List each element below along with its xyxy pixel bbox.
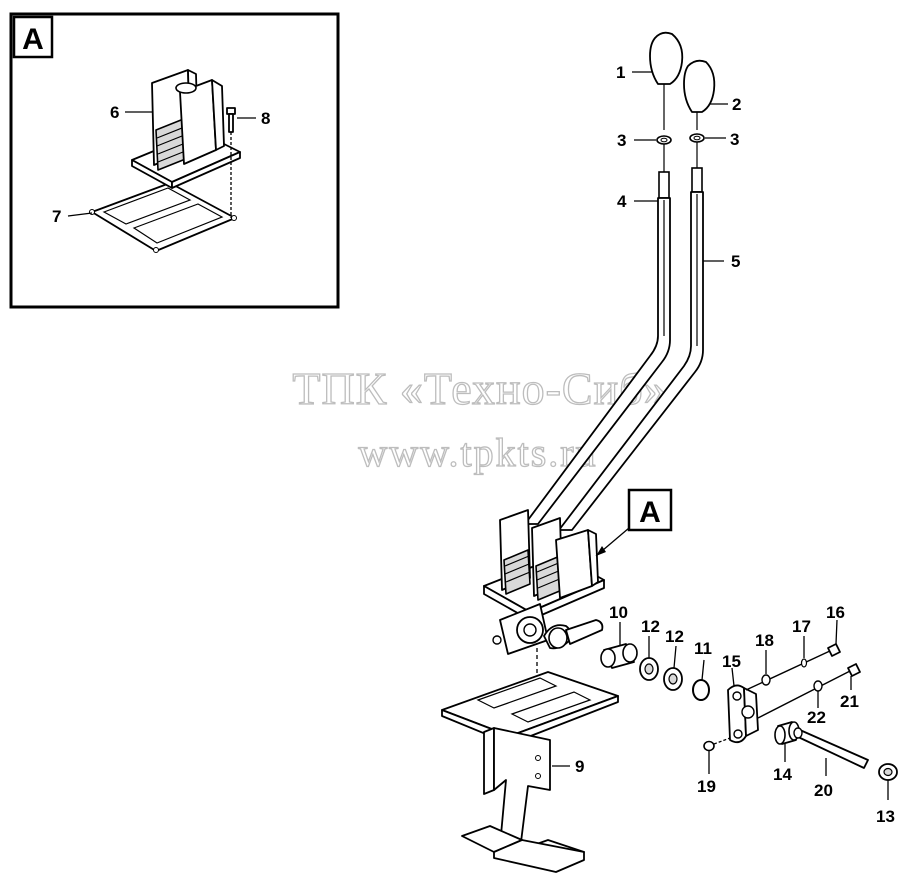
detail-view-letter: A (22, 23, 44, 56)
part-label-21: 21 (840, 692, 859, 711)
part-label-4: 4 (617, 192, 627, 211)
washer-part-18 (761, 674, 771, 686)
part-label-22: 22 (807, 708, 826, 727)
part-label-9: 9 (575, 757, 584, 776)
watermark: ТПК «Техно-Сиб» www.tpkts.ru (292, 362, 668, 475)
part-label-7: 7 (52, 207, 61, 226)
part-label-6: 6 (110, 103, 119, 122)
part-label-20: 20 (814, 781, 833, 800)
part-label-14: 14 (773, 765, 792, 784)
part-label-11: 11 (694, 639, 712, 658)
callout-letter: A (639, 496, 661, 529)
mounting-bracket-part-9 (441, 671, 619, 873)
part-label-3-right: 3 (730, 130, 739, 149)
part-label-12-right: 12 (665, 627, 684, 646)
bolt-part-21 (757, 663, 861, 719)
part-label-19: 19 (697, 777, 716, 796)
watermark-company: ТПК «Техно-Сиб» (292, 363, 667, 414)
circlip-part-11 (692, 679, 710, 701)
bolt-part-16 (745, 643, 841, 691)
nut-part-19 (703, 737, 731, 752)
bearing-part-12-left (639, 657, 659, 681)
knob-part-1 (649, 31, 684, 130)
lever-arm-part-15 (727, 684, 759, 744)
part-label-16: 16 (826, 603, 845, 622)
pin-part-20 (793, 727, 869, 769)
spacer-part-17 (800, 658, 808, 668)
washer-part-3-left (656, 135, 672, 145)
bolt-part-8 (226, 107, 236, 218)
lever-base-assembly (483, 509, 605, 655)
part-label-1: 1 (616, 63, 625, 82)
knob-part-2 (683, 59, 716, 130)
lever-housing-part-6 (131, 69, 241, 189)
washer-part-13 (878, 763, 898, 781)
part-label-12-left: 12 (641, 617, 660, 636)
washer-part-3-right (689, 133, 705, 143)
washer-part-22 (813, 680, 823, 692)
detail-callout-a: A (595, 488, 673, 557)
lever-rod-part-5 (558, 167, 704, 531)
part-label-17: 17 (792, 617, 811, 636)
bearing-part-12-right (663, 667, 683, 691)
bushing-part-10 (600, 643, 638, 669)
part-label-3-left: 3 (617, 131, 626, 150)
part-label-10: 10 (609, 603, 628, 622)
part-label-5: 5 (731, 252, 740, 271)
watermark-url: www.tpkts.ru (358, 430, 597, 475)
part-label-13: 13 (876, 807, 895, 826)
detail-view-a: A (9, 12, 340, 309)
part-label-18: 18 (755, 631, 774, 650)
part-label-8: 8 (261, 109, 270, 128)
lever-rod-part-4 (524, 171, 671, 525)
part-label-15: 15 (722, 652, 741, 671)
part-label-2: 2 (732, 95, 741, 114)
